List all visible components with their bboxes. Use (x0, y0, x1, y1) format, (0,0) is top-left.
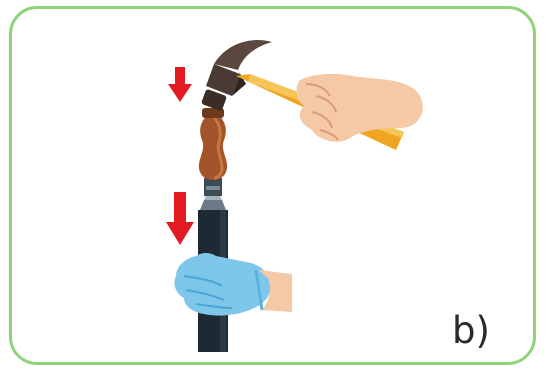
gloved-hand (174, 253, 292, 316)
chisel-handle (199, 108, 227, 180)
hammer-head (201, 40, 272, 111)
down-arrow-icon (166, 192, 194, 245)
chisel-ferrule (204, 178, 222, 196)
down-arrow-icon (168, 67, 192, 102)
panel-label: b) (452, 312, 490, 349)
hand-holding-hammer (297, 74, 423, 142)
